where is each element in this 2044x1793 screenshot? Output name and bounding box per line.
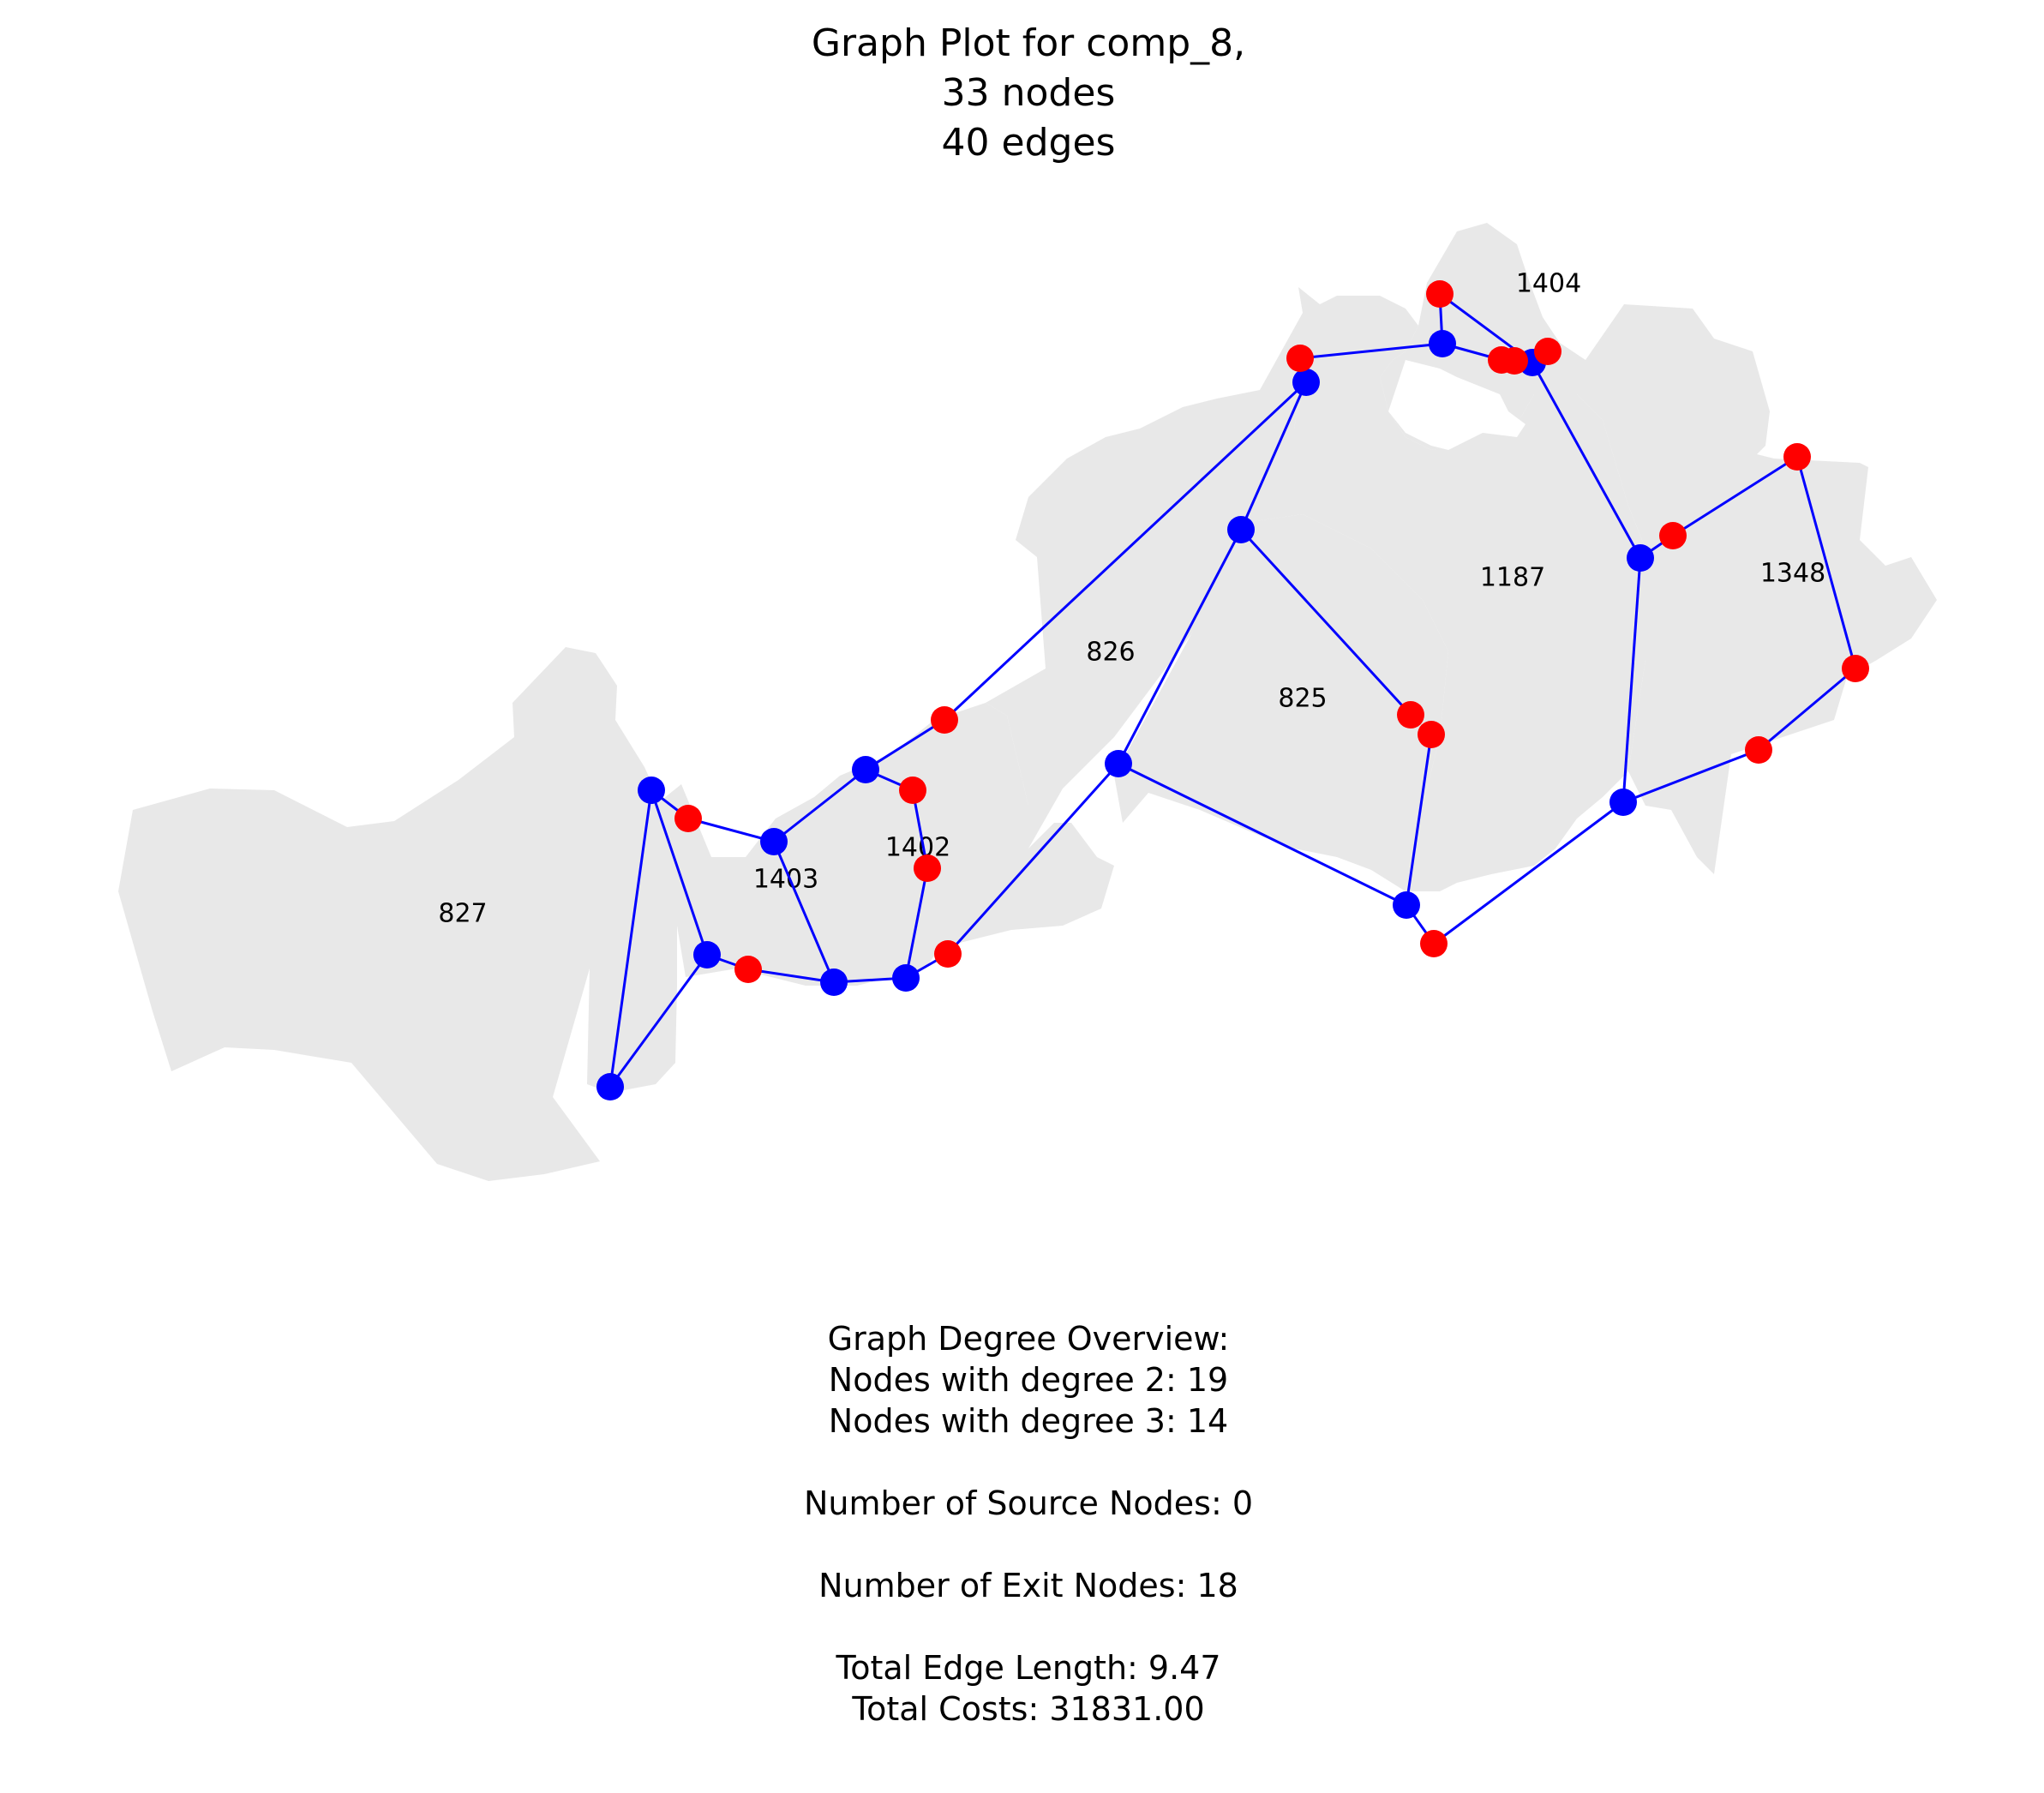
title-line-3: 40 edges [942, 121, 1116, 165]
exit-node [899, 777, 926, 804]
exit-node [914, 855, 941, 882]
region-label-825: 825 [1278, 684, 1327, 714]
exit-node [1534, 338, 1561, 365]
internal-node [1609, 789, 1637, 816]
edge [1531, 362, 1642, 559]
internal-node [693, 941, 721, 968]
exit-node [1842, 655, 1869, 682]
edge [687, 817, 775, 843]
region-1402 [891, 703, 1114, 943]
region-label-1348: 1348 [1760, 559, 1825, 589]
edge [650, 789, 709, 956]
summary-degree-2: Nodes with degree 2: 19 [829, 1361, 1228, 1399]
exit-node [1286, 345, 1314, 372]
figure-title: Graph Plot for comp_8, 33 nodes 40 edges [812, 21, 1245, 165]
internal-node [1105, 750, 1132, 777]
edge [943, 381, 1308, 722]
internal-node [892, 964, 920, 992]
exit-node [1420, 930, 1448, 957]
region-826 [986, 287, 1328, 849]
edge [747, 968, 835, 984]
degree-summary: Graph Degree Overview: Nodes with degree… [804, 1320, 1253, 1728]
exit-node [1659, 522, 1687, 549]
edge [1672, 455, 1798, 537]
title-line-2: 33 nodes [942, 71, 1116, 115]
edge [1621, 557, 1642, 803]
summary-source-nodes: Number of Source Nodes: 0 [804, 1484, 1253, 1522]
exit-node [1418, 721, 1445, 748]
edge [1795, 456, 1857, 669]
exit-node [1426, 280, 1454, 308]
internal-node [596, 1073, 624, 1100]
exit-node [1745, 736, 1772, 764]
internal-node [852, 756, 879, 783]
edge [1239, 381, 1308, 531]
region-1187 [1243, 296, 1645, 891]
internal-node [638, 777, 665, 804]
exit-node [1783, 443, 1811, 471]
graph-nodes [596, 280, 1869, 1100]
internal-node [1227, 516, 1255, 543]
edge [608, 954, 709, 1088]
internal-node [820, 968, 848, 996]
region-labels: 1404 1187 1348 826 825 1402 1403 827 [438, 269, 1825, 929]
summary-exit-nodes: Number of Exit Nodes: 18 [818, 1567, 1238, 1604]
exit-node [931, 706, 958, 734]
exit-node [674, 805, 702, 832]
region-1348 [1577, 304, 1937, 874]
internal-node [1292, 369, 1320, 396]
region-label-827: 827 [438, 899, 487, 929]
edge [904, 867, 929, 979]
region-label-1404: 1404 [1516, 269, 1581, 299]
summary-degree-3: Nodes with degree 3: 14 [829, 1402, 1228, 1440]
region-825 [1114, 514, 1448, 891]
edge [1433, 801, 1624, 945]
map-regions [118, 223, 1937, 1181]
edge [773, 768, 866, 843]
internal-node [760, 828, 788, 855]
edge [946, 762, 1120, 956]
internal-node [1627, 544, 1654, 572]
edge [772, 841, 836, 983]
internal-node [1393, 891, 1420, 919]
exit-node [1501, 347, 1528, 375]
edge [1118, 762, 1407, 907]
edge [1299, 342, 1443, 360]
edge [1117, 529, 1243, 765]
region-label-1187: 1187 [1480, 563, 1545, 593]
summary-total-costs: Total Costs: 31831.00 [851, 1690, 1204, 1728]
region-827 [118, 647, 677, 1181]
edge [865, 718, 945, 771]
exit-node [1397, 701, 1424, 729]
exit-node [734, 956, 762, 983]
edge [1622, 748, 1759, 804]
edge [608, 789, 653, 1088]
summary-edge-length: Total Edge Length: 9.47 [835, 1649, 1220, 1687]
region-label-826: 826 [1086, 638, 1135, 668]
region-1403 [660, 733, 943, 986]
edge [1758, 667, 1856, 752]
map-hole [1388, 360, 1526, 450]
title-line-1: Graph Plot for comp_8, [812, 21, 1245, 65]
edge [1239, 528, 1412, 717]
exit-node [934, 940, 962, 968]
edge [1405, 734, 1433, 906]
region-label-1402: 1402 [885, 833, 950, 863]
summary-heading: Graph Degree Overview: [828, 1320, 1230, 1358]
internal-node [1429, 330, 1456, 357]
